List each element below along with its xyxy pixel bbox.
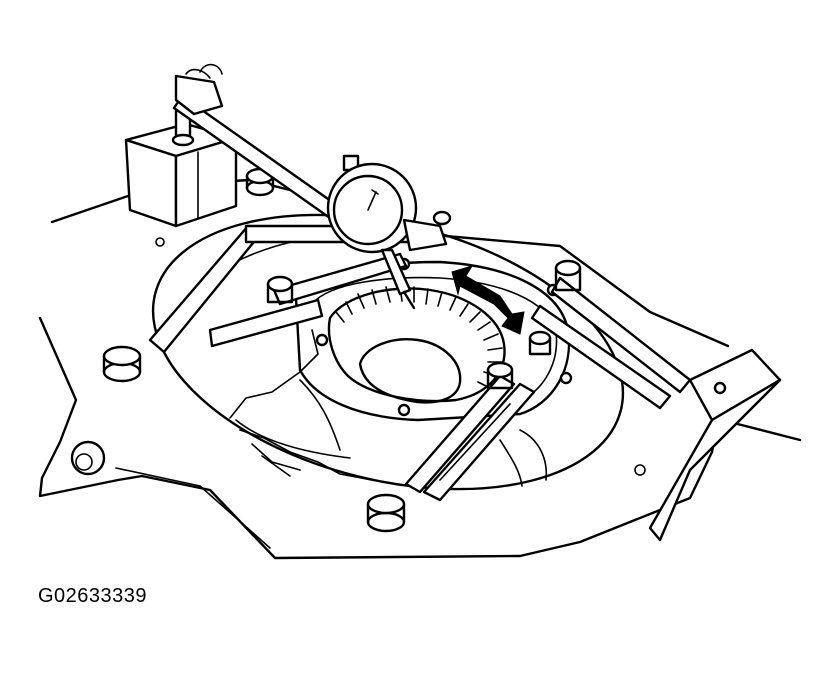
bracket-post-center — [486, 361, 514, 390]
bolt-left — [102, 345, 142, 383]
gauge-bracket — [148, 224, 782, 542]
figure-code: G02633339 — [38, 585, 148, 607]
bracket-post-right — [554, 259, 582, 292]
case-interior — [229, 329, 548, 487]
dial-indicator — [326, 154, 452, 310]
bracket-post-far-right — [528, 330, 552, 356]
ring-gear — [327, 285, 506, 404]
double-headed-arrow-icon — [451, 265, 525, 335]
magnetic-base — [124, 106, 238, 228]
bolt-bottom — [366, 493, 406, 533]
bracket-post-left — [266, 275, 294, 304]
